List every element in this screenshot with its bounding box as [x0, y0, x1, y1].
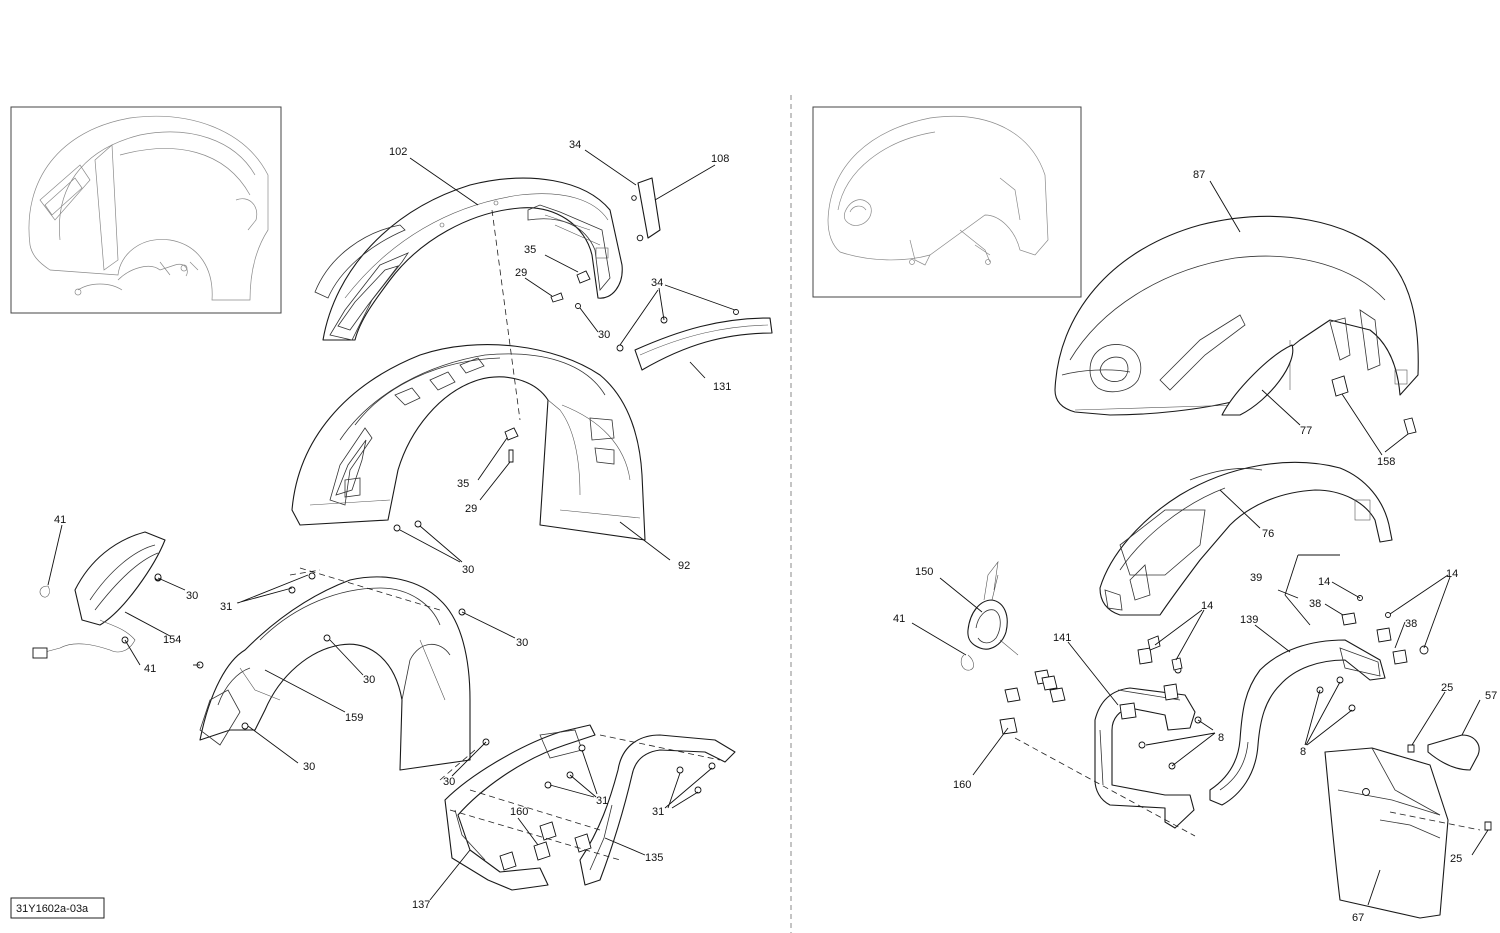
left-inset-frame: [10, 106, 282, 314]
callout-137: 137: [412, 899, 430, 911]
left-inset-view: [10, 106, 282, 314]
callout-160: 160: [953, 779, 971, 791]
callout-30: 30: [598, 329, 610, 341]
callout-131: 131: [713, 381, 731, 393]
part-76-bracket: [1099, 461, 1393, 616]
part-137-135-supports: [444, 724, 736, 891]
callout-34: 34: [569, 139, 581, 151]
callout-159: 159: [345, 712, 363, 724]
callout-29: 29: [465, 503, 477, 515]
callout-30: 30: [186, 590, 198, 602]
diagram-code-box: 31Y1602a-03a: [10, 897, 105, 919]
callout-31: 31: [596, 795, 608, 807]
right-inset-view: [812, 106, 1082, 298]
callout-150: 150: [915, 566, 933, 578]
callout-31: 31: [652, 806, 664, 818]
right-assembly-lines: [1014, 737, 1481, 837]
callout-154: 154: [163, 634, 181, 646]
part-154-light: [32, 531, 166, 659]
callout-102: 102: [389, 146, 407, 158]
callout-30: 30: [303, 761, 315, 773]
callout-14: 14: [1318, 576, 1330, 588]
callout-77: 77: [1300, 425, 1312, 437]
callout-31: 31: [220, 601, 232, 613]
part-131-trim-strip: [616, 309, 773, 371]
leader-lines: [47, 149, 1489, 906]
callout-30: 30: [462, 564, 474, 576]
callout-158: 158: [1377, 456, 1395, 468]
callout-35: 35: [457, 478, 469, 490]
callout-41: 41: [144, 663, 156, 675]
callout-25: 25: [1450, 853, 1462, 865]
part-159-inner-liner: [154, 572, 490, 771]
callout-35: 35: [524, 244, 536, 256]
right-inset-frame: [812, 106, 1082, 298]
callout-38: 38: [1309, 598, 1321, 610]
part-150-speaker: [960, 560, 1019, 671]
callout-141: 141: [1053, 632, 1071, 644]
callout-108: 108: [711, 153, 729, 165]
part-39-kit: [1147, 554, 1429, 671]
callout-30: 30: [516, 637, 528, 649]
callout-8: 8: [1218, 732, 1224, 744]
callout-29: 29: [515, 267, 527, 279]
callout-39: 39: [1250, 572, 1262, 584]
callout-135: 135: [645, 852, 663, 864]
callout-8: 8: [1300, 746, 1306, 758]
callout-labels: 102 34 108 35 29 34 30 131 35 29 30 92 4…: [54, 139, 1497, 924]
callout-41: 41: [893, 613, 905, 625]
callout-25: 25: [1441, 682, 1453, 694]
part-87-fender: [1054, 215, 1419, 416]
callout-67: 67: [1352, 912, 1364, 924]
callout-92: 92: [678, 560, 690, 572]
callout-38: 38: [1405, 618, 1417, 630]
part-158-clips: [1331, 375, 1417, 435]
callout-160: 160: [510, 806, 528, 818]
diagram-code: 31Y1602a-03a: [16, 903, 89, 915]
part-141-139-supports: [999, 639, 1386, 829]
callout-76: 76: [1262, 528, 1274, 540]
callout-57: 57: [1485, 690, 1497, 702]
callout-14: 14: [1446, 568, 1458, 580]
left-assembly-lines: [289, 209, 721, 861]
part-108-trim-clip: [631, 177, 661, 242]
part-77-decal: [1221, 344, 1294, 416]
callout-14: 14: [1201, 600, 1213, 612]
part-67-mudflap: [1324, 734, 1492, 919]
top-hardware: [550, 270, 591, 309]
callout-139: 139: [1240, 614, 1258, 626]
callout-41: 41: [54, 514, 66, 526]
part-102-trim-rail: [314, 177, 623, 341]
callout-30: 30: [363, 674, 375, 686]
part-92-main-fender: [291, 344, 646, 541]
callout-87: 87: [1193, 169, 1205, 181]
callout-34: 34: [651, 277, 663, 289]
callout-30: 30: [443, 776, 455, 788]
